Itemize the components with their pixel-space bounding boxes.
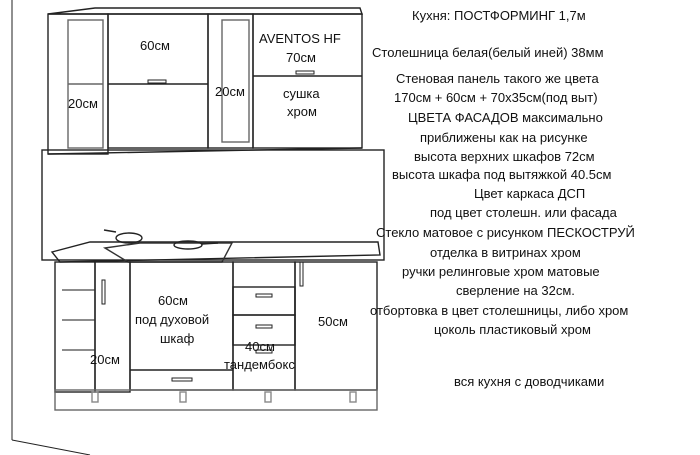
hob: [102, 229, 234, 263]
label-dryer-line1: сушка: [283, 86, 320, 101]
upper-aventos-cabinet: [252, 13, 363, 149]
upper-60-handle: [147, 79, 167, 84]
upper-mid-glass-cabinet: [207, 13, 254, 149]
label-drawers-line1: 40см: [245, 339, 275, 354]
base-drawer-2-handle: [255, 324, 273, 329]
note-drilling: сверление на 32см.: [456, 283, 575, 298]
base-oven-drawer-handle: [171, 377, 193, 382]
label-aventos-line2: 70см: [286, 50, 316, 65]
note-handles: ручки релинговые хром матовые: [402, 264, 600, 279]
upper-60-cabinet: [107, 13, 209, 149]
upper-cabinets-bottom: [47, 147, 363, 155]
note-upper-height: высота верхних шкафов 72см: [414, 149, 595, 164]
base-left-cargo-door: [94, 261, 131, 393]
label-drawers-line2: тандембокс: [224, 357, 295, 372]
leg-3: [264, 391, 272, 403]
note-frame-color: Цвет каркаса ДСП: [474, 186, 586, 201]
note-countertop: Столешница белая(белый иней) 38мм: [372, 45, 604, 60]
note-hood-cabinet: высота шкафа под вытяжкой 40.5см: [392, 167, 612, 182]
upper-mid-glass-pane: [221, 19, 250, 143]
label-upper-mid-glass: 20см: [215, 84, 245, 99]
label-upper-left-glass: 20см: [68, 96, 98, 111]
base-right-handle: [299, 261, 304, 287]
leg-1: [91, 391, 99, 403]
note-title: Кухня: ПОСТФОРМИНГ 1,7м: [412, 8, 586, 23]
upper-cabinets-top: [47, 7, 363, 15]
leg-2: [179, 391, 187, 403]
note-plinth: цоколь пластиковый хром: [434, 322, 591, 337]
note-dimensions: 170см + 60см + 70х35см(под выт): [394, 90, 598, 105]
label-dryer-line2: хром: [287, 104, 317, 119]
pot-icon: [115, 232, 143, 244]
label-left-base: 20см: [90, 352, 120, 367]
countertop: [50, 241, 381, 263]
label-oven-line2: под духовой: [135, 312, 209, 327]
note-facade-colors-2: приближены как на рисунке: [420, 130, 588, 145]
pan-icon: [173, 240, 203, 250]
base-left-open-shelf: [54, 261, 96, 393]
base-left-cargo-handle: [101, 279, 106, 305]
upper-aventos-handle: [295, 70, 315, 75]
note-edging: отбортовка в цвет столешницы, либо хром: [370, 303, 629, 318]
leg-4: [349, 391, 357, 403]
base-cabinets: [54, 261, 378, 411]
note-soft-close: вся кухня с доводчиками: [454, 374, 605, 389]
note-wall-panel: Стеновая панель такого же цвета: [396, 71, 599, 86]
pot-handle-icon: [103, 229, 117, 233]
base-drawer-3-handle: [255, 349, 273, 354]
label-oven-line3: шкаф: [160, 331, 195, 346]
diagram-labels: 60см 20см 20см AVENTOS HF 70см сушка хро…: [68, 31, 348, 372]
note-showcase-trim: отделка в витринах хром: [430, 245, 581, 260]
label-oven-line1: 60см: [158, 293, 188, 308]
upper-cabinets: [47, 7, 363, 155]
hob-surface: [102, 242, 234, 263]
wall-panel: [41, 149, 385, 261]
base-drawer-1: [232, 286, 296, 316]
note-facade-colors: ЦВЕТА ФАСАДОВ максимально: [408, 110, 603, 125]
note-frame-color-2: под цвет столешн. или фасада: [430, 205, 617, 220]
note-glass: Стекло матовое с рисунком ПЕСКОСТРУЙ: [376, 225, 635, 240]
label-upper-60: 60см: [140, 38, 170, 53]
pan-handle-icon: [201, 242, 219, 245]
plinth: [54, 389, 378, 411]
floor-line: [11, 439, 91, 455]
label-right-base: 50см: [318, 314, 348, 329]
order-notes: Кухня: ПОСТФОРМИНГ 1,7м Столешница белая…: [360, 0, 700, 455]
label-aventos-line1: AVENTOS HF: [259, 31, 341, 46]
base-drawer-1-handle: [255, 293, 273, 298]
